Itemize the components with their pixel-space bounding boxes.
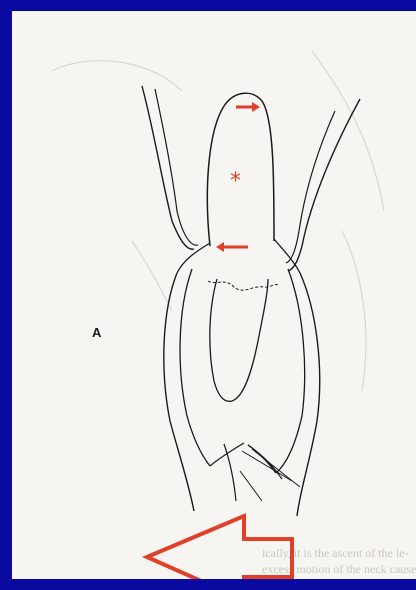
scanned-page: ically, it is the ascent of the le- exce… (12, 11, 416, 579)
outer-right-wall (297, 273, 320, 516)
large-arrow-left-icon (147, 516, 292, 579)
stem-diag-1 (242, 451, 292, 481)
outer-left-wall (164, 273, 194, 511)
background-sketch (52, 51, 384, 391)
left-outer-line (142, 86, 194, 249)
left-outer-line-2 (155, 89, 198, 245)
asterisk-marker: * (230, 171, 241, 193)
right-outer-line (288, 99, 360, 271)
stem-diag-2 (252, 449, 300, 487)
anatomical-diagram (12, 11, 416, 579)
dome-shoulder-left (177, 243, 210, 273)
arrow-left-icon (216, 242, 248, 252)
inner-right-wall (276, 269, 305, 473)
panel-label: A (92, 325, 101, 340)
inner-left-wall (180, 269, 210, 466)
stem-left (224, 444, 236, 501)
right-outer-line-2 (286, 111, 335, 263)
inner-body (210, 279, 268, 401)
arrow-right-icon (236, 102, 260, 112)
stem-diag-3 (240, 471, 262, 501)
